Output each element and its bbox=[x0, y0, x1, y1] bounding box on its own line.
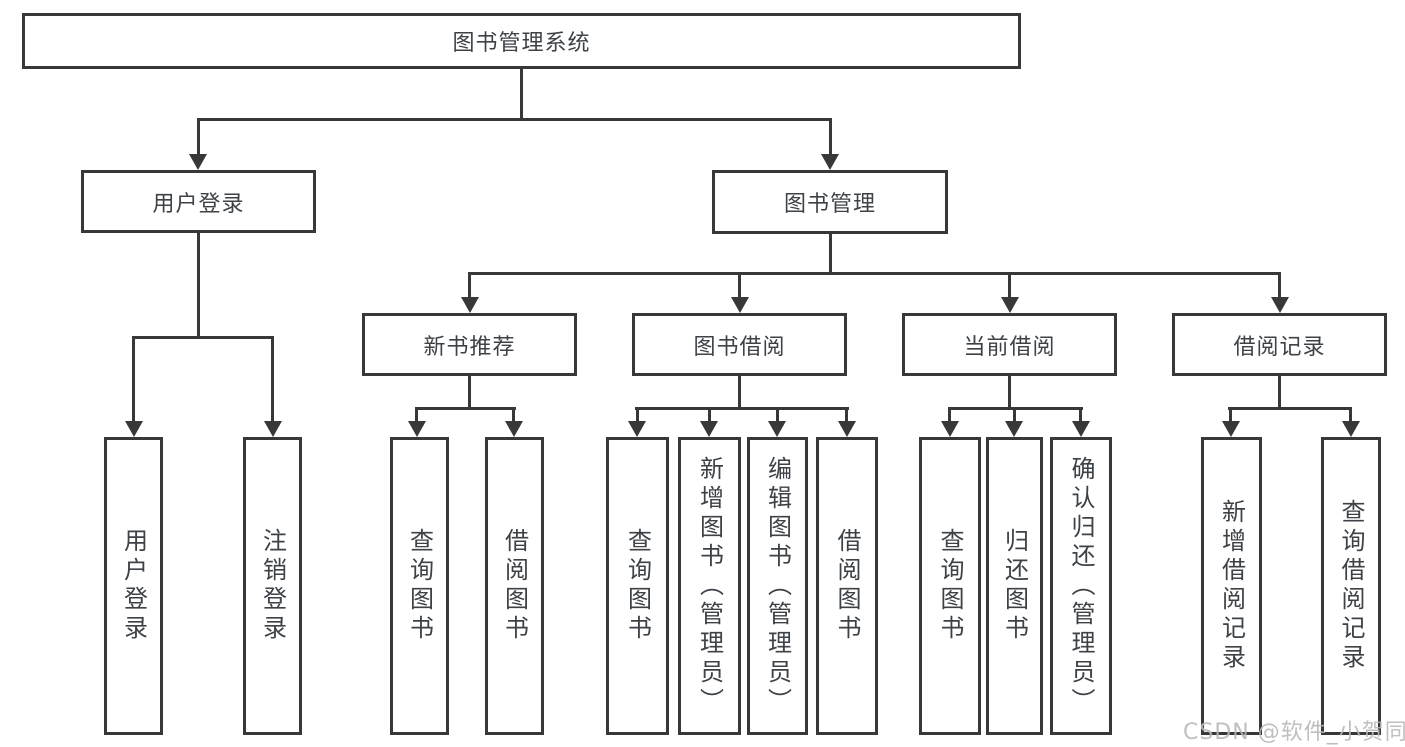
node-current-borrow: 当前借阅 bbox=[902, 313, 1117, 376]
connector-line bbox=[468, 376, 471, 409]
node-new-book-recommend: 新书推荐 bbox=[362, 313, 577, 376]
connector-line bbox=[520, 69, 523, 118]
connector-line bbox=[1013, 407, 1016, 423]
arrow-down-icon bbox=[505, 421, 523, 437]
connector-line bbox=[738, 376, 741, 409]
node-root: 图书管理系统 bbox=[22, 13, 1021, 69]
node-user-login-label: 用户登录 bbox=[152, 191, 245, 217]
connector-line bbox=[197, 118, 200, 156]
connector-line bbox=[948, 407, 951, 423]
leaf-confirm-return-admin-label: 确认归还（管理员） bbox=[1067, 455, 1095, 717]
leaf-query-book-current: 查询图书 bbox=[919, 437, 981, 735]
connector-line bbox=[1278, 272, 1281, 299]
node-user-login: 用户登录 bbox=[81, 170, 316, 233]
connector-line bbox=[829, 118, 832, 156]
node-book-borrow: 图书借阅 bbox=[632, 313, 847, 376]
leaf-add-borrow-record: 新增借阅记录 bbox=[1201, 437, 1262, 735]
node-root-label: 图书管理系统 bbox=[452, 31, 591, 56]
connector-line bbox=[197, 118, 832, 121]
leaf-add-book-admin: 新增图书（管理员） bbox=[678, 437, 741, 735]
leaf-borrow-book-recommend-label: 借阅图书 bbox=[500, 528, 529, 644]
connector-line bbox=[415, 407, 516, 410]
leaf-return-book: 归还图书 bbox=[986, 437, 1043, 735]
leaf-edit-book-admin-label: 编辑图书（管理员） bbox=[763, 455, 792, 717]
node-book-management-label: 图书管理 bbox=[783, 192, 876, 217]
connector-line bbox=[132, 336, 274, 339]
connector-line bbox=[468, 272, 471, 299]
leaf-borrow-book-recommend: 借阅图书 bbox=[485, 437, 544, 735]
connector-line bbox=[512, 407, 515, 423]
leaf-query-borrow-record-label: 查询借阅记录 bbox=[1337, 499, 1365, 673]
connector-line bbox=[635, 407, 849, 410]
leaf-query-book-recommend: 查询图书 bbox=[390, 437, 449, 735]
leaf-edit-book-admin: 编辑图书（管理员） bbox=[747, 437, 808, 735]
connector-line bbox=[271, 336, 274, 423]
arrow-down-icon bbox=[700, 421, 718, 437]
connector-line bbox=[1278, 376, 1281, 409]
connector-line bbox=[415, 407, 418, 423]
leaf-logout-label: 注销登录 bbox=[258, 528, 287, 644]
arrow-down-icon bbox=[821, 154, 839, 170]
arrow-down-icon bbox=[189, 154, 207, 170]
connector-line bbox=[845, 407, 848, 423]
arrow-down-icon bbox=[838, 421, 856, 437]
arrow-down-icon bbox=[1001, 297, 1019, 313]
arrow-down-icon bbox=[1072, 421, 1090, 437]
connector-line bbox=[1228, 407, 1352, 410]
connector-line bbox=[1008, 376, 1011, 409]
connector-line bbox=[197, 233, 200, 336]
leaf-borrow-book-label: 借阅图书 bbox=[833, 528, 861, 644]
leaf-confirm-return-admin: 确认归还（管理员） bbox=[1050, 437, 1112, 735]
arrow-down-icon bbox=[1222, 421, 1240, 437]
connector-line bbox=[636, 407, 639, 423]
leaf-query-book-borrow-label: 查询图书 bbox=[623, 528, 652, 644]
arrow-down-icon bbox=[408, 421, 426, 437]
leaf-query-book-current-label: 查询图书 bbox=[936, 528, 964, 644]
connector-line bbox=[829, 234, 832, 274]
leaf-user-login: 用户登录 bbox=[104, 437, 163, 735]
leaf-add-book-admin-label: 新增图书（管理员） bbox=[695, 455, 724, 717]
arrow-down-icon bbox=[264, 421, 282, 437]
arrow-down-icon bbox=[1271, 297, 1289, 313]
connector-line bbox=[1008, 272, 1011, 299]
node-current-borrow-label: 当前借阅 bbox=[963, 334, 1056, 360]
leaf-user-login-label: 用户登录 bbox=[119, 528, 148, 644]
connector-line bbox=[708, 407, 711, 423]
leaf-logout: 注销登录 bbox=[243, 437, 302, 735]
connector-line bbox=[1079, 407, 1082, 423]
arrow-down-icon bbox=[768, 421, 786, 437]
arrow-down-icon bbox=[941, 421, 959, 437]
watermark: CSDN @软件_小贺同学 bbox=[1183, 720, 1405, 745]
arrow-down-icon bbox=[628, 421, 646, 437]
leaf-query-book-borrow: 查询图书 bbox=[606, 437, 669, 735]
connector-line bbox=[132, 336, 135, 423]
arrow-down-icon bbox=[461, 297, 479, 313]
leaf-query-book-recommend-label: 查询图书 bbox=[405, 528, 434, 644]
arrow-down-icon bbox=[125, 421, 143, 437]
connector-line bbox=[776, 407, 779, 423]
arrow-down-icon bbox=[1342, 421, 1360, 437]
node-new-book-recommend-label: 新书推荐 bbox=[423, 334, 516, 360]
leaf-query-borrow-record: 查询借阅记录 bbox=[1321, 437, 1381, 735]
connector-line bbox=[1229, 407, 1232, 423]
node-borrow-record-label: 借阅记录 bbox=[1233, 334, 1326, 360]
connector-line bbox=[738, 272, 741, 299]
arrow-down-icon bbox=[1005, 421, 1023, 437]
leaf-add-borrow-record-label: 新增借阅记录 bbox=[1217, 499, 1246, 673]
connector-line bbox=[468, 272, 1281, 275]
leaf-borrow-book: 借阅图书 bbox=[816, 437, 878, 735]
connector-line bbox=[1349, 407, 1352, 423]
leaf-return-book-label: 归还图书 bbox=[1000, 528, 1029, 644]
node-borrow-record: 借阅记录 bbox=[1172, 313, 1387, 376]
node-book-borrow-label: 图书借阅 bbox=[693, 334, 786, 360]
node-book-management: 图书管理 bbox=[712, 170, 948, 234]
arrow-down-icon bbox=[731, 297, 749, 313]
